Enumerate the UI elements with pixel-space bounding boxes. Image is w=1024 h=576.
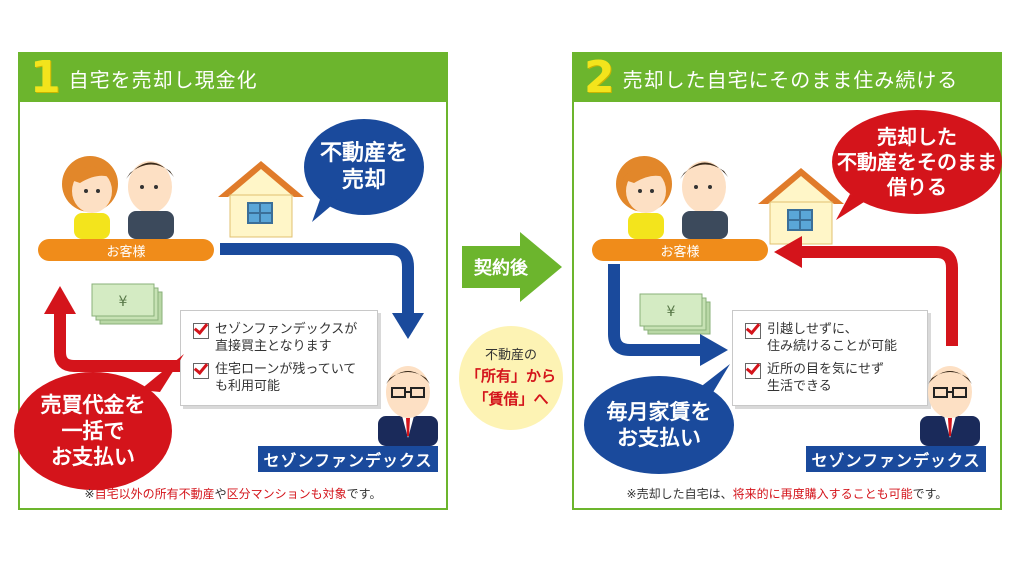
checkbox-icon <box>193 363 209 379</box>
footnote-highlight: 将来的に再度購入することも可能 <box>732 487 913 501</box>
panel-rent: 2 売却した自宅にそのまま住み続ける お客様 売却した 不動産をそのまま 借りる <box>572 52 1002 510</box>
panel-sell-header: 1 自宅を売却し現金化 <box>20 54 446 102</box>
ownership-note: 不動産の 「所有」から 「賃借」へ <box>459 326 563 430</box>
footnote-highlight: 自宅以外の所有不動産 <box>94 487 215 501</box>
rent-pay-bubble: 毎月家賃を お支払い <box>584 376 734 474</box>
flow-arrow-sell <box>220 243 424 339</box>
customer-bar: お客様 <box>592 239 768 261</box>
sell-bubble-tail <box>312 194 338 222</box>
footnote-mid: や <box>214 487 227 501</box>
panel-title: 売却した自宅にそのまま住み続ける <box>622 67 959 92</box>
rent-pay-bubble-tail <box>694 364 730 394</box>
money-icon: ¥ <box>639 293 711 335</box>
footnote-prefix: ※ <box>84 487 95 501</box>
check-item: 近所の目を気にせず 生活できる <box>745 361 917 395</box>
check-text: 住宅ローンが残っていて も利用可能 <box>215 362 357 394</box>
rent-bubble-line1: 売却した <box>877 124 957 149</box>
house-icon <box>758 168 844 245</box>
pay-bubble-line1: 売買代金を <box>40 392 146 417</box>
checkbox-icon <box>193 323 209 339</box>
brand-label: セゾンファンデックス <box>806 446 986 472</box>
businessman-icon <box>378 366 438 446</box>
panel-rent-header: 2 売却した自宅にそのまま住み続ける <box>574 54 1000 102</box>
brand-label: セゾンファンデックス <box>258 446 438 472</box>
footnote-suffix: です。 <box>346 487 382 501</box>
check-item: セゾンファンデックスが 直接買主となります <box>193 321 367 355</box>
ownership-note-line1: 不動産の <box>484 347 537 363</box>
checkbox-icon <box>745 363 761 379</box>
info-box: セゾンファンデックスが 直接買主となります 住宅ローンが残っていて も利用可能 <box>180 310 378 406</box>
ownership-note-line3: 「賃借」へ <box>473 389 549 408</box>
footnote: ※自宅以外の所有不動産や区分マンションも対象です。 <box>20 485 446 502</box>
pay-bubble-line3: お支払い <box>51 445 135 470</box>
rent-bubble-line3: 借りる <box>887 174 947 199</box>
rent-bubble: 売却した 不動産をそのまま 借りる <box>832 110 1002 214</box>
check-text: 近所の目を気にせず 生活できる <box>767 362 885 394</box>
rent-pay-bubble-line2: お支払い <box>617 426 701 450</box>
after-contract-arrow <box>462 232 562 302</box>
pay-bubble: 売買代金を 一括で お支払い <box>14 372 172 490</box>
svg-text:¥: ¥ <box>119 294 128 310</box>
footnote-prefix: ※売却した自宅は、 <box>626 487 733 501</box>
footnote: ※売却した自宅は、将来的に再度購入することも可能です。 <box>574 485 1000 502</box>
check-item: 住宅ローンが残っていて も利用可能 <box>193 361 367 395</box>
rent-bubble-line2: 不動産をそのまま <box>837 149 997 174</box>
sell-bubble-line2: 売却 <box>341 168 386 193</box>
house-icon <box>218 161 304 238</box>
pay-bubble-tail <box>140 354 184 392</box>
flow-arrow-rent <box>774 236 958 346</box>
panel-title: 自宅を売却し現金化 <box>68 67 258 92</box>
couple-icon <box>616 156 728 239</box>
rent-pay-bubble-line1: 毎月家賃を <box>606 399 712 424</box>
step-number: 1 <box>30 52 61 103</box>
svg-text:¥: ¥ <box>667 304 676 320</box>
step-number: 2 <box>584 52 615 103</box>
check-text: セゾンファンデックスが 直接買主となります <box>215 322 358 354</box>
check-item: 引越しせずに、 住み続けることが可能 <box>745 321 917 355</box>
checkbox-icon <box>745 323 761 339</box>
ownership-note-line2: 「所有」から <box>465 367 556 386</box>
flow-arrow-pay <box>44 286 202 372</box>
footnote-highlight: 区分マンションも対象 <box>226 487 347 501</box>
footnote-suffix: です。 <box>912 487 948 501</box>
customer-bar: お客様 <box>38 239 214 261</box>
sell-bubble-line1: 不動産を <box>319 140 408 166</box>
flow-arrow-rent-pay <box>608 264 728 366</box>
pay-bubble-line2: 一括で <box>61 418 125 443</box>
after-contract-label: 契約後 <box>474 258 528 279</box>
check-text: 引越しせずに、 住み続けることが可能 <box>767 322 898 354</box>
rent-bubble-tail <box>836 194 864 220</box>
couple-icon <box>62 156 174 239</box>
money-icon: ¥ <box>91 283 163 325</box>
panel-sell: 1 自宅を売却し現金化 お客様 不動産を 売却 <box>14 52 448 510</box>
businessman-icon <box>920 366 980 446</box>
info-box: 引越しせずに、 住み続けることが可能 近所の目を気にせず 生活できる <box>732 310 928 406</box>
